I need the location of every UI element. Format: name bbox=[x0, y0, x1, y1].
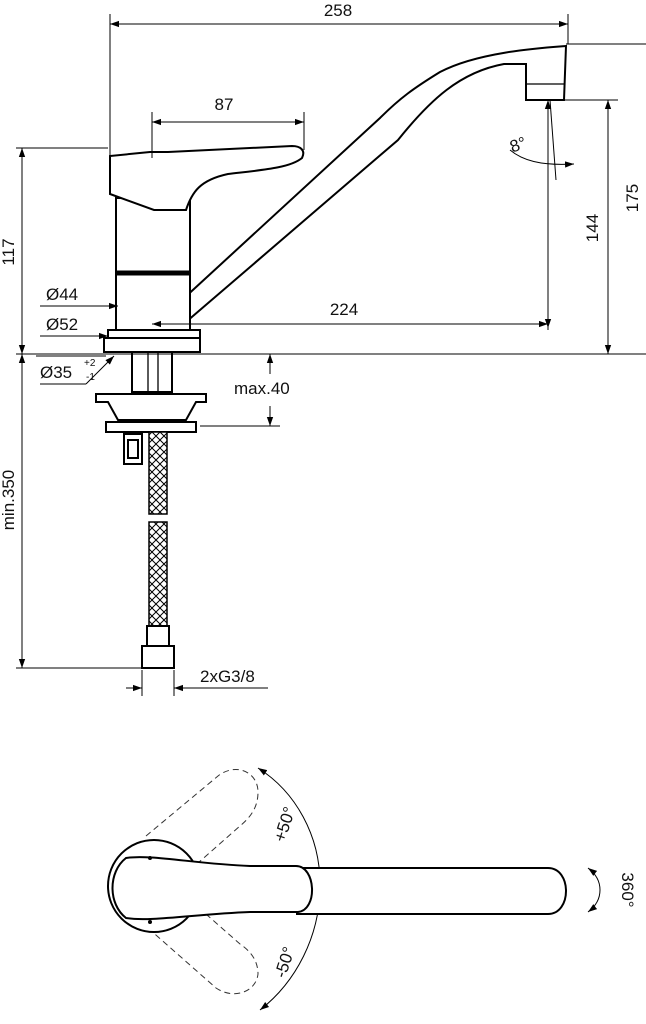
label-117: 117 bbox=[0, 238, 18, 265]
label-tol-minus: -1 bbox=[86, 372, 95, 383]
lever-handle bbox=[109, 144, 305, 211]
label-tol-plus: +2 bbox=[84, 358, 96, 369]
base-ring-52 bbox=[107, 329, 201, 339]
spout bbox=[180, 44, 568, 324]
label-max40: max.40 bbox=[234, 379, 290, 398]
index-dot-cold bbox=[148, 920, 152, 924]
label-360: 360° bbox=[618, 872, 637, 907]
label-175: 175 bbox=[623, 184, 642, 212]
lever-top bbox=[111, 856, 313, 921]
fixing-bracket bbox=[95, 393, 207, 421]
fixing-nut bbox=[105, 421, 197, 433]
lever-ghost-minus50 bbox=[147, 899, 259, 995]
label-87: 87 bbox=[215, 95, 234, 114]
index-dot-hot bbox=[148, 856, 152, 860]
hose-ferrule bbox=[146, 625, 170, 647]
label-min350: min.350 bbox=[0, 470, 18, 530]
label-144: 144 bbox=[583, 214, 602, 242]
spout-top bbox=[296, 867, 567, 915]
hose-nut bbox=[141, 645, 175, 669]
faucet-body bbox=[115, 197, 191, 333]
label-minus50: -50° bbox=[271, 944, 299, 980]
top-view: +50° -50° 360° bbox=[107, 767, 637, 1011]
label-d44: Ø44 bbox=[46, 285, 78, 304]
hose-lower bbox=[148, 521, 168, 627]
label-d35: Ø35 bbox=[40, 363, 72, 382]
arc-360 bbox=[587, 867, 601, 913]
label-224: 224 bbox=[330, 300, 358, 319]
label-g38: 2xG3/8 bbox=[200, 667, 255, 686]
side-view: 258 87 224 117 144 175 8° Ø44 Ø52 Ø35 +2… bbox=[0, 1, 646, 696]
label-d52: Ø52 bbox=[46, 315, 78, 334]
label-8deg: 8° bbox=[507, 133, 529, 156]
hose-upper bbox=[148, 431, 168, 515]
base-plate bbox=[103, 337, 201, 353]
label-plus50: +50° bbox=[270, 804, 299, 844]
threaded-stud bbox=[131, 351, 173, 393]
label-258: 258 bbox=[324, 1, 352, 20]
